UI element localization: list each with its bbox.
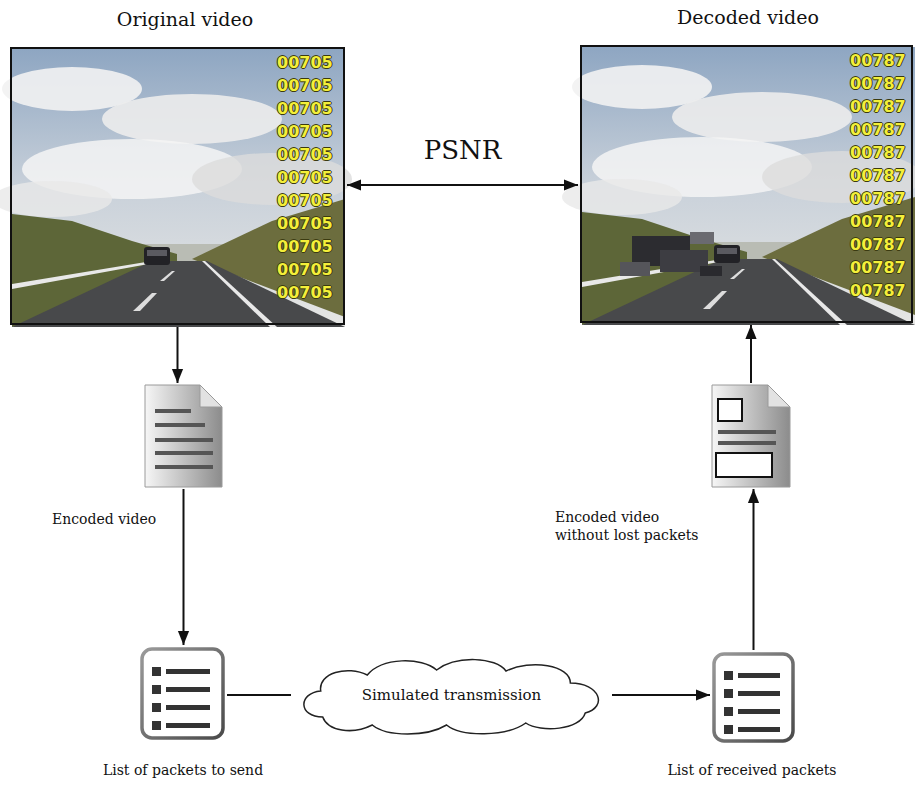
document-icon	[145, 385, 222, 487]
decoding-artifacts	[620, 232, 722, 276]
frame-counter: 00705	[277, 237, 333, 257]
frame-counter: 00705	[277, 260, 333, 280]
frame-counter: 00787	[850, 212, 906, 232]
frame-counter: 00705	[277, 168, 333, 188]
list-node: List of received packets	[712, 652, 795, 745]
scene-detail	[200, 385, 222, 407]
list-icon	[142, 649, 223, 738]
scene-detail	[724, 707, 733, 716]
scene-detail	[155, 409, 191, 413]
scene-detail	[738, 691, 780, 696]
scene-detail	[155, 423, 205, 427]
cloud-shape	[304, 660, 599, 734]
scene-detail	[142, 649, 223, 738]
scene-detail	[738, 673, 780, 678]
scene-detail	[712, 385, 790, 487]
scene-detail	[718, 399, 742, 421]
decoded-frame-picture	[562, 47, 915, 325]
document-node: Encoded video	[145, 385, 222, 487]
scene-detail	[152, 667, 161, 676]
frame-counter: 00787	[850, 74, 906, 94]
scene-detail	[620, 262, 650, 276]
scene-detail	[166, 723, 210, 728]
node-caption: List of packets to send	[63, 762, 303, 780]
node-caption: List of received packets	[632, 762, 872, 780]
scene-detail	[166, 669, 210, 674]
flow-arrow	[347, 184, 578, 186]
frame-counter: 00705	[277, 191, 333, 211]
scene-detail	[152, 685, 161, 694]
node-caption: Decoded video	[638, 6, 858, 30]
scene-detail	[714, 654, 793, 741]
frame-counter: 00705	[277, 53, 333, 73]
scene-detail	[166, 687, 210, 692]
list-icon	[714, 654, 793, 741]
scene-detail	[724, 671, 733, 680]
frame-counter: 00705	[277, 76, 333, 96]
scene-detail	[145, 385, 222, 487]
node-caption: Original video	[75, 8, 295, 32]
flow-arrow	[227, 694, 291, 696]
scene-detail	[700, 266, 722, 276]
frame-counter: 00787	[850, 235, 906, 255]
scene-detail	[155, 465, 213, 469]
scene-detail	[152, 721, 161, 730]
scene-detail	[724, 725, 733, 734]
frame-counter: 00787	[850, 143, 906, 163]
scene-detail	[155, 451, 213, 455]
scene-detail	[690, 232, 714, 244]
scene-detail	[166, 705, 210, 710]
frame-counter: 00705	[277, 99, 333, 119]
scene-detail	[155, 438, 213, 442]
frame-counter: 00787	[850, 189, 906, 209]
original-frame-picture	[0, 49, 352, 327]
frame-counter: 00787	[850, 120, 906, 140]
document-icon-with-gaps	[712, 385, 790, 487]
scene-detail	[152, 703, 161, 712]
frame-counter: 00787	[850, 51, 906, 71]
flow-arrow	[612, 694, 710, 696]
frame-counter: 00787	[850, 166, 906, 186]
node-label: Simulated transmission	[362, 686, 541, 705]
flow-arrow	[177, 327, 179, 383]
node-caption: Encoded video	[52, 511, 174, 529]
flow-arrow	[750, 325, 752, 383]
frame-counter: 00787	[850, 281, 906, 301]
frame-counter: 00705	[277, 214, 333, 234]
list-node: List of packets to send	[140, 647, 225, 740]
scene-detail	[738, 727, 780, 732]
frame-counter: 00787	[850, 258, 906, 278]
frame-counter: 00705	[277, 122, 333, 142]
scene-detail	[768, 385, 790, 407]
scene-detail	[718, 441, 776, 445]
scene-detail	[738, 709, 780, 714]
scene-detail	[724, 689, 733, 698]
flow-arrow	[183, 489, 185, 645]
document-node: Encoded video without lost packets	[712, 385, 790, 487]
frame-counter: 00787	[850, 97, 906, 117]
flow-arrow	[753, 489, 755, 650]
frame-counter: 00705	[277, 283, 333, 303]
scene-detail	[716, 453, 772, 477]
edge-label: PSNR	[420, 135, 506, 165]
frame-counter: 00705	[277, 145, 333, 165]
scene-detail	[718, 430, 776, 434]
cloud-node: Simulated transmission	[293, 655, 610, 735]
node-caption: Encoded video without lost packets	[555, 509, 710, 544]
